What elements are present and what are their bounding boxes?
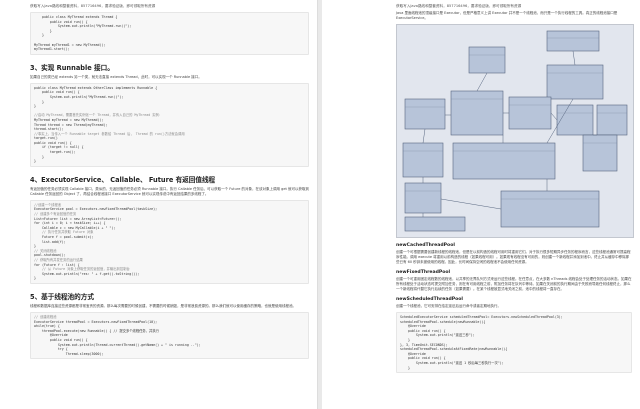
code-line: } <box>34 99 44 104</box>
code-line: scheduledThreadPool.schedule(newRunnable… <box>400 319 486 324</box>
code-line: public void run() { <box>34 90 80 95</box>
code-line: } <box>34 28 52 33</box>
code-line: }, 3, TimeUnit.SECONDS); <box>400 342 448 347</box>
code-line: if (target != null) { <box>34 145 84 150</box>
section-heading-threadpool: 5、基于线程池的方式 <box>30 292 94 301</box>
uml-box-executor <box>546 30 600 52</box>
code-line: List<Future> list = new ArrayList<Future… <box>34 216 122 221</box>
code-line: } <box>34 154 44 159</box>
uml-box-callable <box>404 98 446 130</box>
code-line: // 执行任务并获取 Future 对象 <box>34 230 94 235</box>
code-line: Thread.sleep(3000); <box>34 351 104 356</box>
code-line: System.out.println("res: " + f.get().toS… <box>34 271 140 276</box>
code-line: ExecutorService threadPool = Executors.n… <box>34 319 158 324</box>
paragraph-executor: 有返回值的任务必须实现 Callable 接口，类似的，无返回值的任务必须 Ru… <box>30 186 309 196</box>
code-line: //事实上，当传入一个 Runnable target 参数给 Thread 后… <box>34 131 185 136</box>
uml-box-future <box>508 96 552 130</box>
paragraph-scheduledpool: 创建一个线程池，它可安排在给定延迟后运行命令或者定期地执行。 <box>396 304 501 308</box>
code-line: threadPool.execute(new Runnable() { // 提… <box>34 328 159 333</box>
code-line: System.out.println("MyThread.run()"); <box>34 24 132 29</box>
code-line: MyThread myThread1 = new MyThread(); <box>34 42 106 47</box>
code-line: public class MyThread extends OtherClass… <box>34 85 158 90</box>
uml-box-scheduledthreadpoolexecutor <box>500 190 600 228</box>
code-line: target.run() <box>34 136 58 141</box>
code-line: System.out.println(Thread.currentThread(… <box>34 342 201 347</box>
code-line: @Override <box>400 324 426 329</box>
left-page: 获取写入Java路线和整套资料，857716496，要求验证版，即可领取所有资源… <box>0 0 318 409</box>
code-line: try { <box>34 347 68 352</box>
code-line: //启动 MyThread，需要首先实例化一个 Thread，并传入自己的 My… <box>34 113 163 118</box>
uml-box-delayed <box>596 104 628 136</box>
code-line: Future f = pool.submit(c); <box>34 235 94 239</box>
code-line: // 从 Future 对象上获取任务的返回值，并输出到控制台 <box>34 267 130 272</box>
code-line: System.out.println("延迟 1 秒后每三秒执行一次"); <box>400 360 504 365</box>
code-line: Thread thread = new Thread(myThread); <box>34 122 108 127</box>
subheading-cachedpool: newCachedThreadPool <box>396 243 455 248</box>
uml-box-scheduledthreadpool <box>404 216 466 232</box>
paragraph-cachedpool: 创建一个可根据需要创建新线程的线程池，但是在以前构造的线程可用时将重用它们。对于… <box>396 250 631 264</box>
right-page: 获取写入Java路线和整套资料，857716496，要求验证版，即可领取所有资源… <box>322 0 640 409</box>
code-line: //创建一个线程池 <box>34 202 62 207</box>
code-line: public void run() { <box>400 356 446 361</box>
code-line: for (Future f : list) { <box>34 262 80 267</box>
code-line: System.out.println("MyThread.run()"); <box>34 94 124 99</box>
code-line: target.run(); <box>34 150 76 155</box>
code-line: // 关闭线程池 <box>34 248 57 253</box>
paragraph-executor-intro: Java 里面线程池的顶级接口是 Executor，但是严格意义上讲 Execu… <box>396 11 618 20</box>
code-line: } <box>34 244 36 249</box>
code-line: public void run() { <box>400 328 446 333</box>
code-line: public class MyThread extends Thread { <box>34 15 118 19</box>
section-heading-runnable: 3、实现 Runnable 接口。 <box>30 63 114 72</box>
code-line: @Override <box>34 333 68 338</box>
code-line: myThread1.start(); <box>34 47 70 52</box>
code-line: thread.start(); <box>34 127 64 132</box>
top-note: 获取写入Java路线和整套资料，857716496，要求验证版，即可领取所有资源 <box>30 4 156 8</box>
uml-box-threadpoolexecutor <box>404 182 442 214</box>
code-line: public void run() { <box>34 19 88 24</box>
subheading-fixedpool: newFixedThreadPool <box>396 270 451 275</box>
paragraph-runnable: 如果自己的类已经 extends 另一个类，就无法直接 extends Thre… <box>30 74 202 79</box>
uml-box-abstractexecutorservice <box>402 142 444 178</box>
code-block-scheduled: ScheduledExecutorService scheduledThread… <box>396 312 632 374</box>
uml-box-timeunit <box>556 104 594 136</box>
uml-box-scheduledexecutorservice <box>452 142 556 180</box>
code-line: // 创建线程池 <box>34 314 57 319</box>
code-line: @Override <box>400 351 426 356</box>
code-line: } <box>400 337 410 342</box>
code-block-mythread: public class MyThread extends Thread { p… <box>30 12 309 55</box>
code-line: list.add(f); <box>34 239 66 244</box>
uml-box-executorservice <box>546 64 604 100</box>
code-line: } <box>34 276 36 281</box>
code-line: // 获取所有并发任务的运行结果 <box>34 257 83 262</box>
code-line: ExecutorService pool = Executors.newFixe… <box>34 207 158 212</box>
code-line: ScheduledExecutorService scheduledThread… <box>400 315 563 319</box>
code-line: // 创建多个有返回值的任务 <box>34 212 77 217</box>
code-line: System.out.println("延迟三秒"); <box>400 333 475 338</box>
uml-box-scheduledfuture <box>582 134 618 172</box>
code-line: pool.shutdown(); <box>34 253 66 258</box>
code-block-runnable: public class MyThread extends OtherClass… <box>30 82 309 167</box>
top-note-right: 获取写入Java路线和整套资料，857716496，要求验证版，即可领取所有资源 <box>396 4 522 8</box>
uml-diagram-svg <box>402 30 628 232</box>
code-line: public void run() { <box>34 337 88 342</box>
uml-box-executors <box>450 90 504 136</box>
code-line: } <box>34 104 36 109</box>
code-line: while(true) { <box>34 324 60 329</box>
subheading-scheduledpool: newScheduledThreadPool <box>396 297 464 302</box>
code-line: } <box>400 365 410 370</box>
code-line: Callable c = new MyCallable(i + " "); <box>34 225 116 230</box>
code-line: for (int i = 0; i < taskSize; i++) { <box>34 221 106 226</box>
code-line: MyThread myThread = new MyThread(); <box>34 117 104 122</box>
code-line: } <box>34 33 44 38</box>
paragraph-fixedpool: 创建一个可重用固定线程数的线程池，以共享的无界队列方式来运行这些线程。在任意点，… <box>396 277 632 291</box>
uml-box-runnable <box>468 46 506 74</box>
code-line: } <box>34 159 36 164</box>
code-line: scheduledThreadPool.scheduleAtFixedRate(… <box>400 347 508 352</box>
uml-class-diagram <box>396 24 634 238</box>
paragraph-threadpool: 线程和数据库连接这些资源都是非常宝贵的资源。那么每次需要的时候创建，不需要的时候… <box>30 303 296 308</box>
section-heading-executor: 4、ExecutorService、 Callable、 Future 有返回值… <box>30 175 216 184</box>
code-line: public void run() { <box>34 140 72 145</box>
